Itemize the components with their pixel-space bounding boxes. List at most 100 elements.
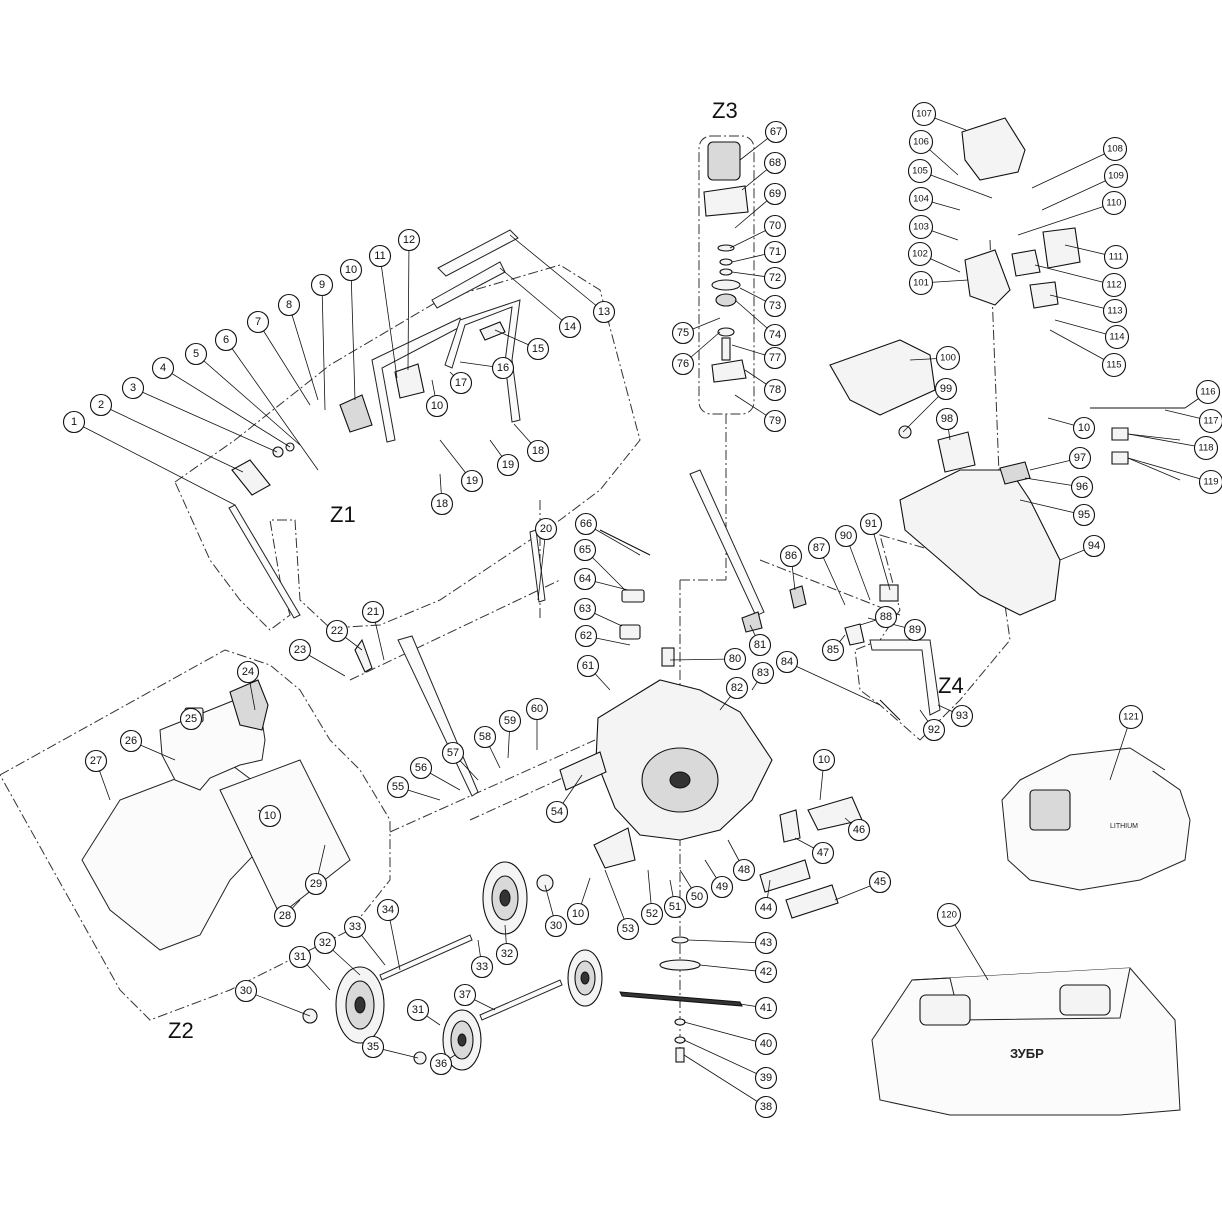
callout-number: 6 — [223, 334, 229, 346]
callout-number: 104 — [913, 194, 929, 205]
parts: LITHIUM ЗУБР — [82, 118, 1190, 1115]
part-latch-85 — [845, 624, 864, 645]
callout-115: 115 — [1103, 354, 1126, 377]
callout-15: 15 — [528, 339, 549, 360]
part-charger: ЗУБР — [872, 968, 1180, 1115]
callout-100: 100 — [937, 347, 960, 370]
callout-88: 88 — [876, 607, 897, 628]
leader-line-9 — [322, 285, 325, 410]
callout-number: 49 — [716, 881, 728, 893]
part-cable-66 — [600, 530, 650, 555]
callout-number: 63 — [579, 603, 591, 615]
callout-number: 79 — [769, 415, 781, 427]
callout-49: 49 — [712, 877, 733, 898]
callout-number: 83 — [757, 667, 769, 679]
callout-16: 16 — [493, 358, 514, 379]
callout-number: 22 — [331, 625, 343, 637]
callout-number: 58 — [479, 731, 491, 743]
part-front-axle — [480, 980, 562, 1020]
callout-61: 61 — [578, 656, 599, 677]
zone-label-z2: Z2 — [168, 1018, 194, 1043]
callout-50: 50 — [687, 887, 708, 908]
callout-number: 36 — [435, 1058, 447, 1070]
leader-line-43 — [688, 940, 766, 943]
part-holder-101 — [965, 250, 1010, 305]
callout-24: 24 — [238, 662, 259, 683]
callout-20: 20 — [536, 519, 557, 540]
callout-number: 10 — [818, 754, 830, 766]
callout-87: 87 — [809, 538, 830, 559]
callout-117: 117 — [1200, 410, 1222, 433]
part-motor — [708, 142, 740, 180]
callout-107: 107 — [913, 103, 936, 126]
callout-number: 31 — [412, 1004, 424, 1016]
callout-102: 102 — [909, 243, 932, 266]
callout-68: 68 — [765, 153, 786, 174]
callout-112: 112 — [1103, 274, 1126, 297]
callout-number: 9 — [319, 279, 325, 291]
callout-number: 21 — [367, 606, 379, 618]
part-switch-63 — [620, 625, 640, 639]
callout-number: 34 — [382, 904, 394, 916]
callout-number: 42 — [760, 966, 772, 978]
callout-number: 5 — [193, 348, 199, 360]
callout-number: 62 — [580, 630, 592, 642]
callout-95: 95 — [1074, 505, 1095, 526]
callout-number: 109 — [1108, 171, 1124, 182]
part-deck-hub — [670, 772, 690, 788]
callout-54: 54 — [547, 802, 568, 823]
callout-number: 120 — [941, 910, 957, 921]
callout-75: 75 — [673, 323, 694, 344]
callout-number: 80 — [729, 653, 741, 665]
callout-number: 31 — [294, 951, 306, 963]
callout-number: 65 — [579, 544, 591, 556]
leader-line-39 — [684, 1040, 766, 1078]
callout-25: 25 — [181, 709, 202, 730]
callout-111: 111 — [1105, 246, 1128, 269]
part-rod-20 — [530, 530, 545, 602]
callout-22: 22 — [327, 621, 348, 642]
callout-116: 116 — [1197, 381, 1220, 404]
part-battery-cover-107 — [962, 118, 1025, 180]
callout-8: 8 — [279, 295, 300, 316]
callout-84: 84 — [777, 652, 798, 673]
callout-106: 106 — [910, 131, 933, 154]
callout-108: 108 — [1104, 138, 1127, 161]
callout-39: 39 — [756, 1068, 777, 1089]
callout-number: 92 — [928, 724, 940, 736]
callout-number: 18 — [436, 498, 448, 510]
callout-number: 11 — [374, 250, 385, 262]
callout-number: 47 — [817, 847, 829, 859]
callout-number: 118 — [1198, 443, 1213, 454]
callout-number: 111 — [1109, 252, 1123, 263]
callout-105: 105 — [909, 160, 932, 183]
callout-70: 70 — [765, 216, 786, 237]
callout-23: 23 — [290, 640, 311, 661]
callout-71: 71 — [765, 242, 786, 263]
callout-31: 31 — [290, 947, 311, 968]
part-module-80 — [662, 648, 674, 666]
callout-19: 19 — [498, 455, 519, 476]
callout-number: 74 — [769, 329, 781, 341]
callout-74: 74 — [765, 325, 786, 346]
callout-11: 11 — [370, 246, 391, 267]
callout-number: 90 — [840, 530, 852, 542]
callout-number: 57 — [447, 747, 459, 759]
callout-number: 26 — [125, 735, 137, 747]
callout-number: 73 — [769, 300, 781, 312]
callout-number: 7 — [255, 316, 261, 328]
callout-13: 13 — [594, 302, 615, 323]
part-nut-30b — [537, 875, 553, 891]
part-switch-64 — [622, 590, 644, 602]
callout-number: 61 — [582, 660, 594, 672]
callout-number: 10 — [264, 810, 276, 822]
callout-number: 106 — [913, 137, 929, 148]
callout-36: 36 — [431, 1054, 452, 1075]
callout-number: 70 — [769, 220, 781, 232]
callout-10: 10 — [1074, 418, 1095, 439]
callout-55: 55 — [388, 777, 409, 798]
part-washer-40 — [675, 1019, 685, 1025]
leader-line-40 — [684, 1022, 766, 1044]
battery-text: LITHIUM — [1110, 823, 1138, 830]
callout-number: 82 — [731, 682, 743, 694]
